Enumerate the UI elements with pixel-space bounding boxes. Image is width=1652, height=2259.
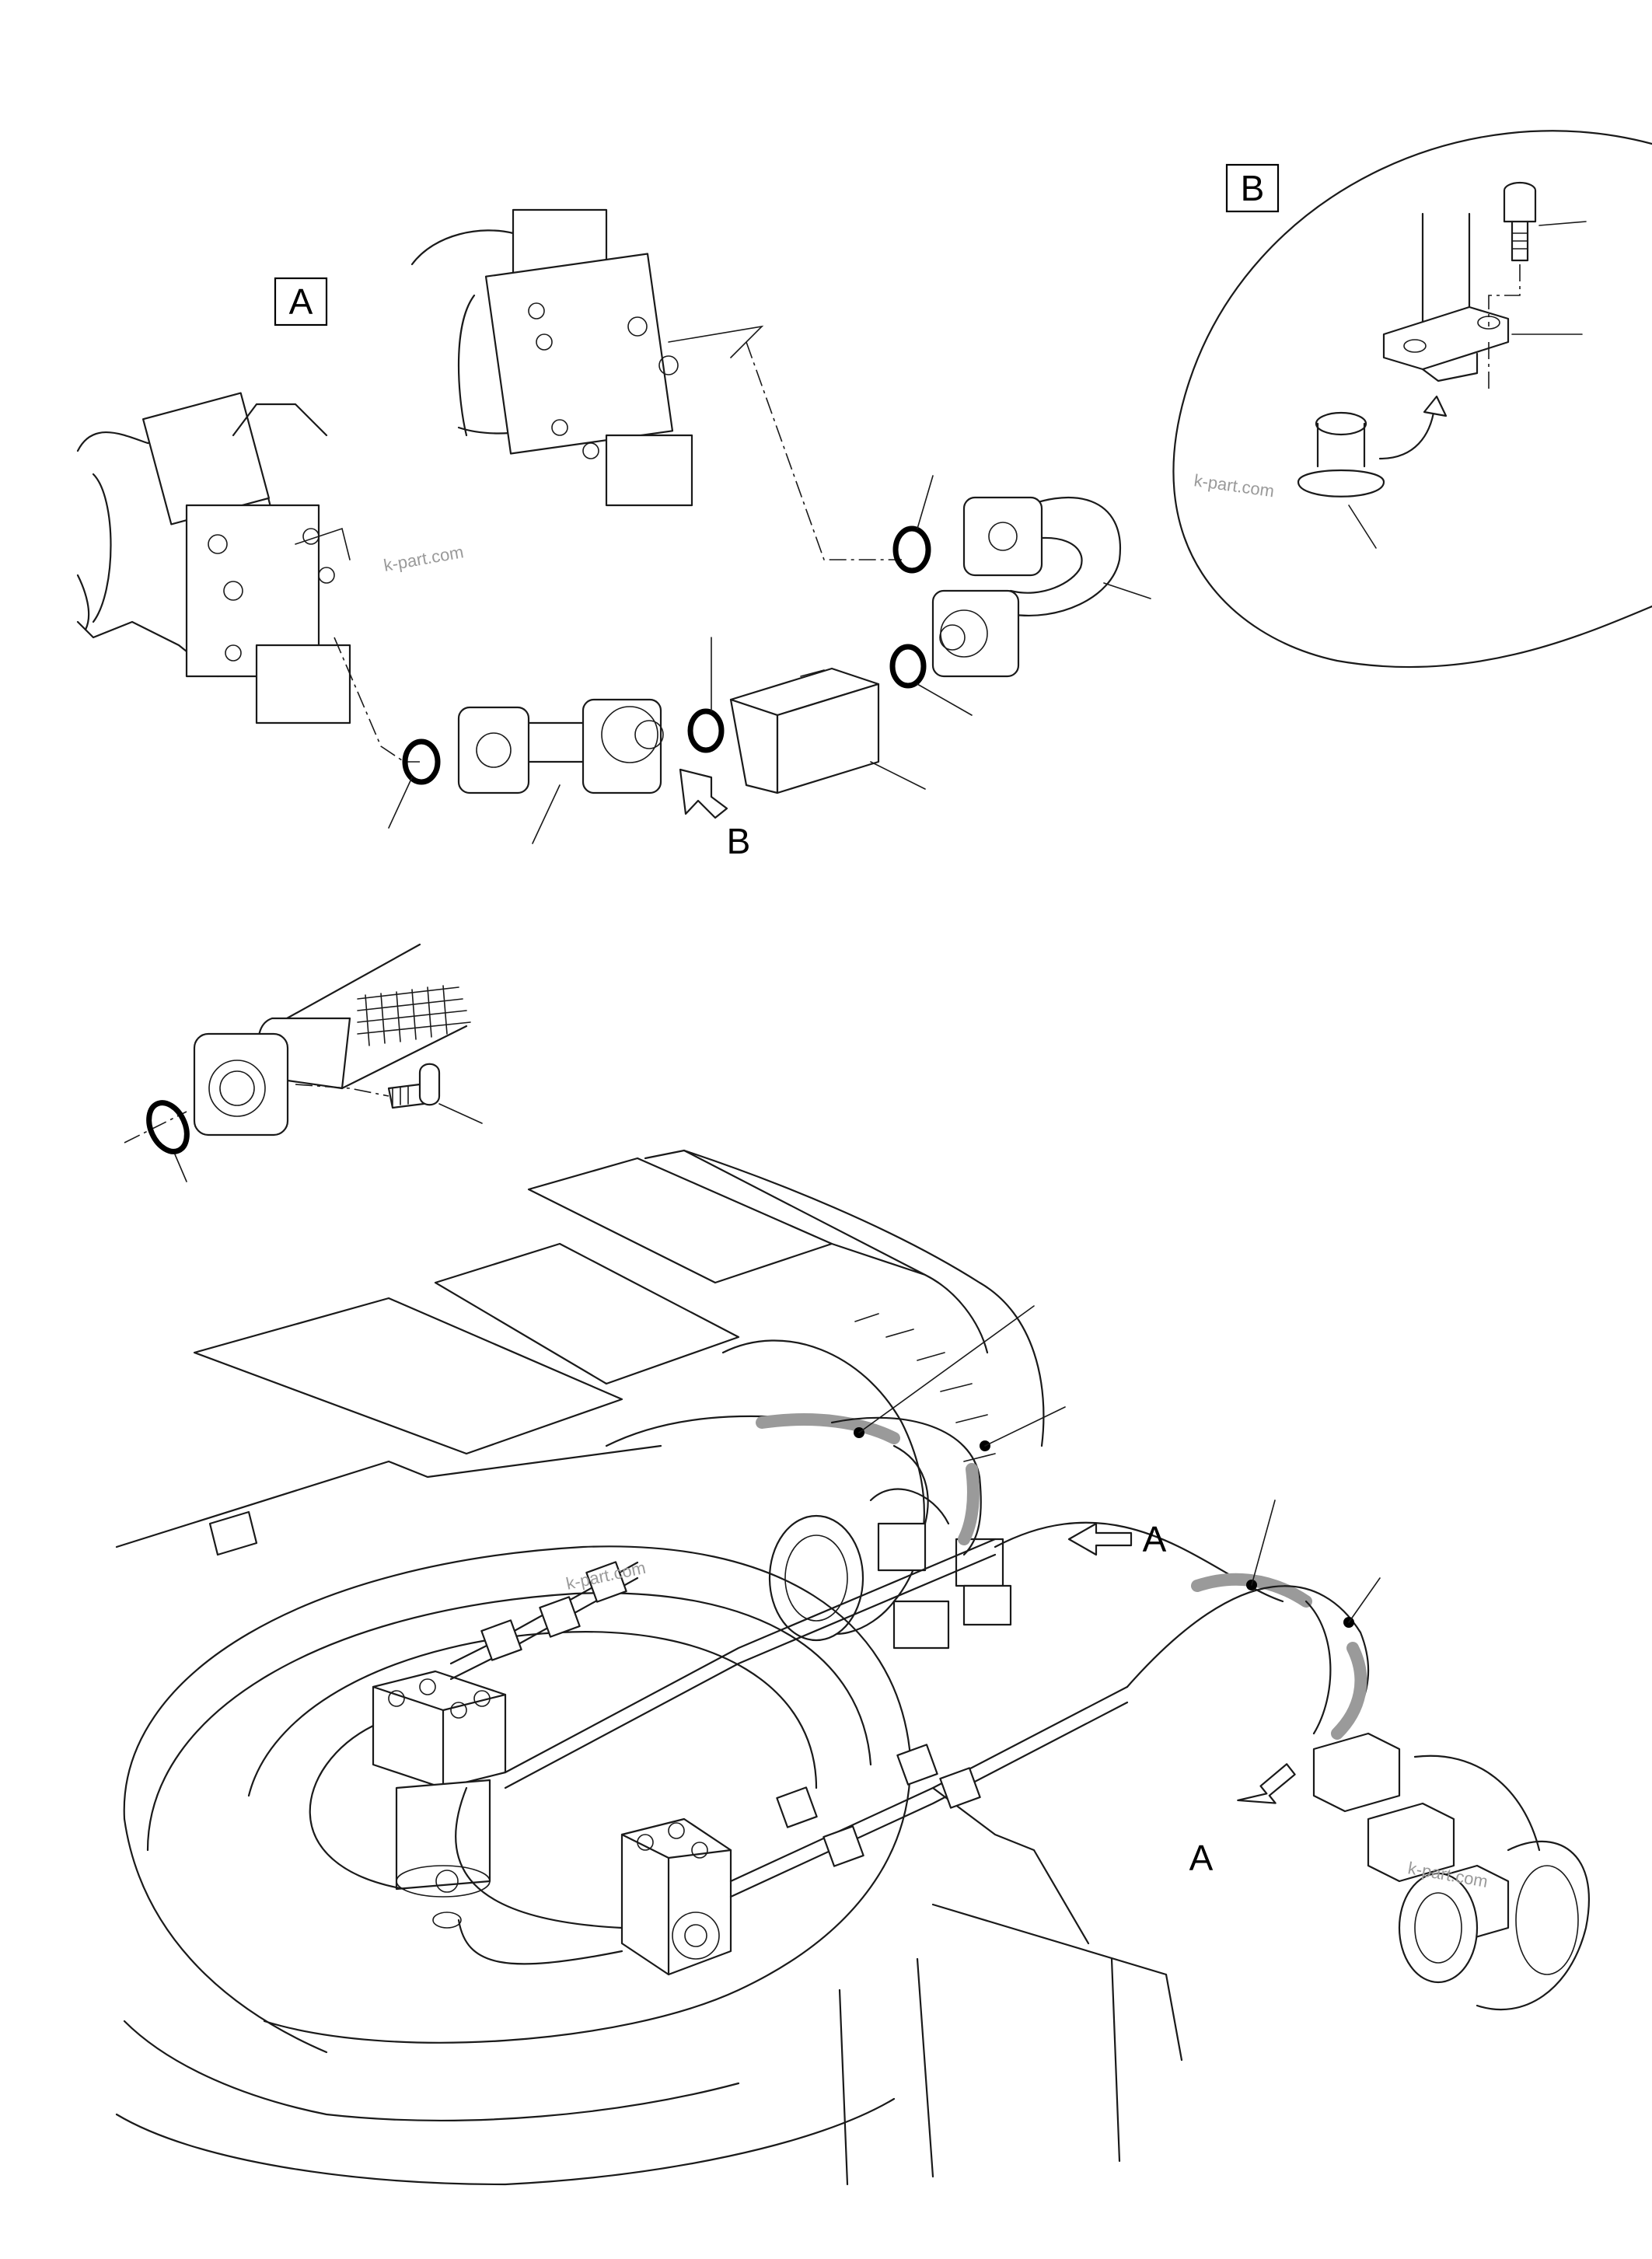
- arrow-a-lower-pointer: [1237, 1763, 1296, 1804]
- svg-text:A: A: [289, 281, 313, 322]
- o-ring-centre: [687, 708, 725, 753]
- arrow-a-lower-label: A: [1189, 1838, 1214, 1878]
- upper-motor: [410, 208, 764, 507]
- swivel-joint: [372, 1670, 507, 1929]
- machine-overview: [115, 1149, 1591, 2186]
- left-motor: [76, 392, 351, 724]
- travel-motor: [768, 1488, 1012, 1650]
- valve-block: [729, 667, 880, 794]
- hose-end-detail: [124, 943, 483, 1182]
- highlighted-hoses-upper: [605, 1305, 1066, 1556]
- arrow-a-right-label: A: [1143, 1519, 1167, 1559]
- o-ring-hose: [146, 1100, 190, 1154]
- centerline-left: [334, 637, 420, 763]
- bolt: [1503, 181, 1537, 262]
- detail-b-circle: B: [1172, 130, 1652, 669]
- curved-arrow: [1378, 407, 1436, 460]
- travel-motor-right: [1312, 1732, 1591, 2011]
- o-ring-left: [402, 738, 441, 785]
- o-ring-right: [889, 644, 927, 689]
- detail-a-label: A: [274, 277, 328, 326]
- arrow-b-pointer: [679, 768, 728, 819]
- control-valve: [620, 1817, 732, 1976]
- bent-tube: [931, 496, 1122, 678]
- leader-lines-a: [388, 475, 1151, 844]
- centerline-upper: [746, 341, 902, 560]
- seal-cone: [1297, 411, 1385, 498]
- highlighted-hoses-lower: [994, 1500, 1381, 1740]
- watermark-1: k-part.com: [382, 542, 466, 575]
- arrow-a-right-pointer: [1067, 1522, 1133, 1556]
- braided-hose-mesh: [357, 985, 471, 1046]
- turntable: [115, 1545, 911, 2186]
- detail-a-assembly: [76, 208, 1151, 844]
- arrow-b-label: B: [727, 821, 751, 861]
- detail-b-label: B: [1241, 168, 1265, 208]
- o-ring-upper: [892, 525, 931, 574]
- watermark-2: k-part.com: [1193, 470, 1275, 501]
- straight-tube: [457, 698, 664, 794]
- pipe-clamps: [480, 1561, 981, 1867]
